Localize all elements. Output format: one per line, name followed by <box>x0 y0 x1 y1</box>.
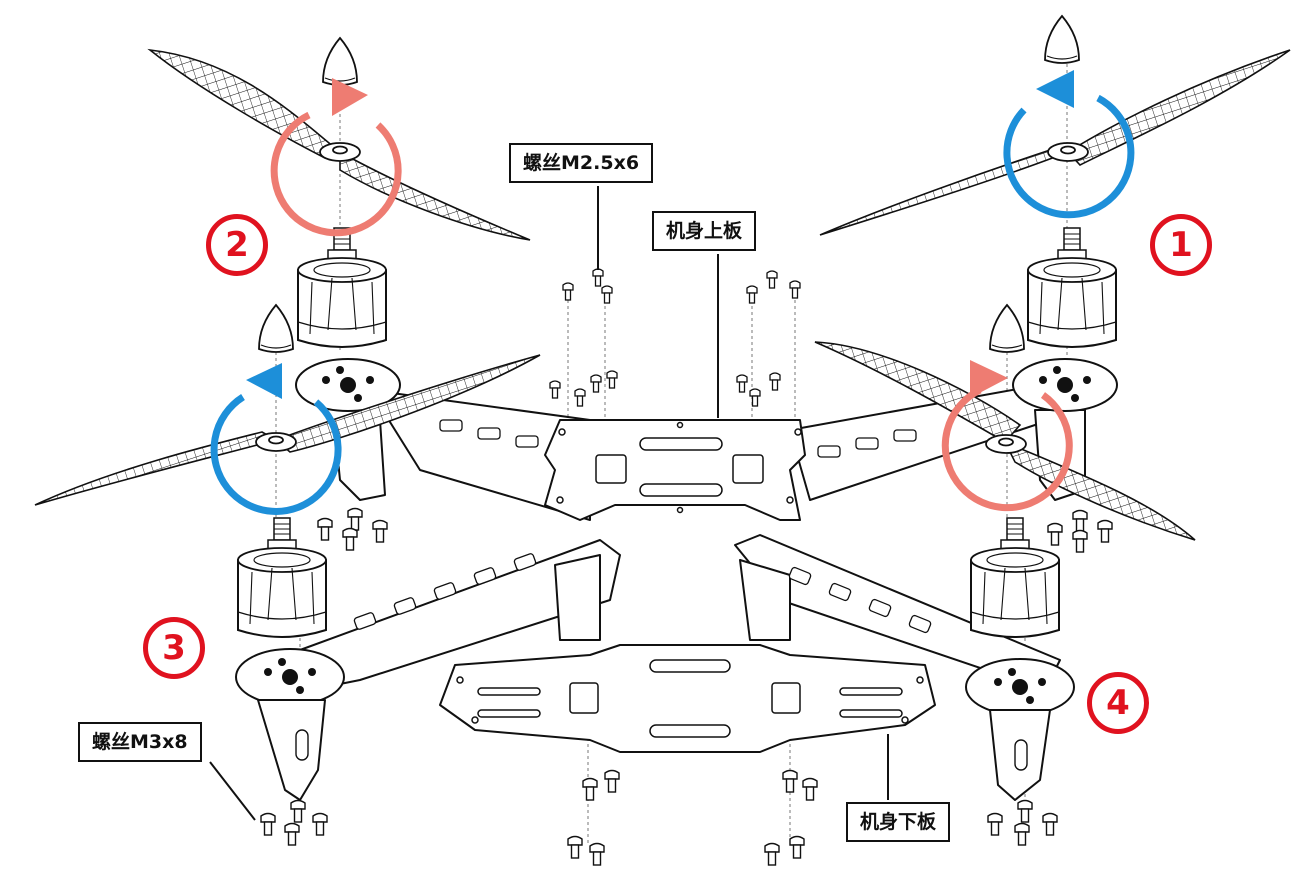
rotation-arrow-clockwise-icon <box>941 386 1073 512</box>
callout-bottom-plate: 机身下板 <box>846 802 951 842</box>
motor-number-badge-2: 2 <box>206 214 268 276</box>
motor-number-badge-4: 4 <box>1087 672 1149 734</box>
rotation-arrow-counterclockwise-icon <box>210 394 342 515</box>
callout-screw-m3x8: 螺丝M3x8 <box>78 722 202 762</box>
callout-top-plate: 机身上板 <box>652 211 757 251</box>
motor-number-badge-1: 1 <box>1150 214 1212 276</box>
rotation-arrow-counterclockwise-icon <box>1003 94 1135 219</box>
motor-number-badge-3: 3 <box>143 617 205 679</box>
callout-screw-m2-5x6: 螺丝M2.5x6 <box>509 143 654 183</box>
rotation-arrow-clockwise-icon <box>270 111 402 237</box>
